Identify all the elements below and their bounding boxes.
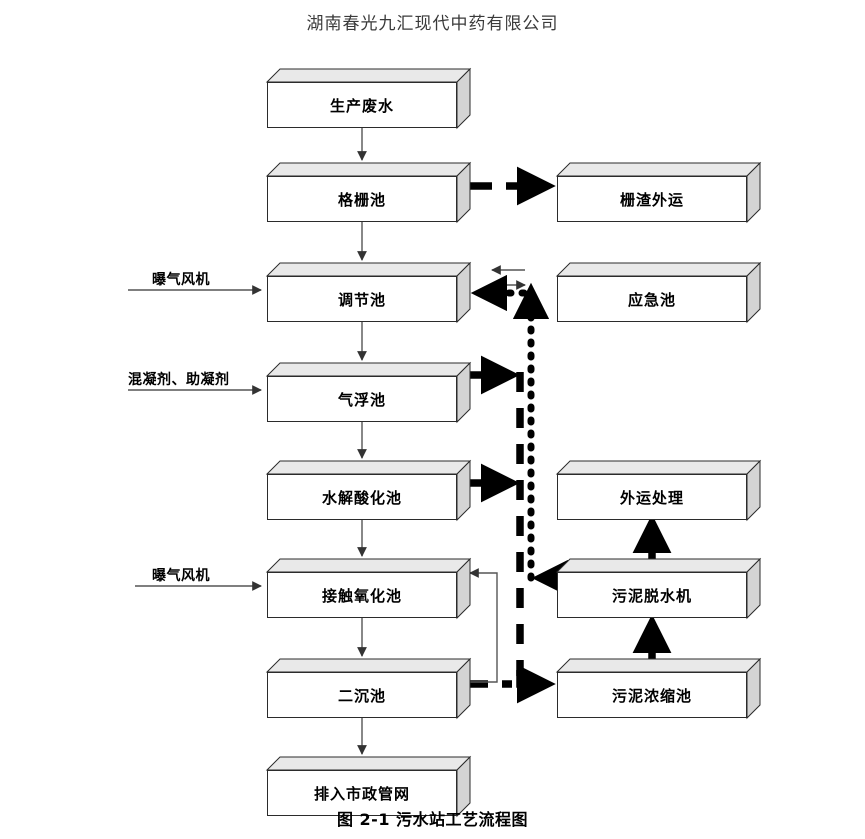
box-front-face: 接触氧化池	[267, 572, 457, 618]
box-front-face: 调节池	[267, 276, 457, 322]
box-3d-shading	[555, 657, 762, 720]
process-box-n4[interactable]: 气浮池	[265, 361, 472, 424]
process-box-n6[interactable]: 接触氧化池	[265, 557, 472, 620]
box-front-face: 污泥脱水机	[557, 572, 747, 618]
process-box-n5[interactable]: 水解酸化池	[265, 459, 472, 522]
edge-sludge-return	[469, 568, 498, 683]
process-box-n1[interactable]: 生产废水	[265, 67, 472, 130]
box-3d-shading	[555, 459, 762, 522]
process-box-n10[interactable]: 应急池	[555, 261, 762, 324]
box-3d-shading	[555, 261, 762, 324]
process-box-n11[interactable]: 外运处理	[555, 459, 762, 522]
edge-trunk-to-thicken	[516, 664, 556, 704]
box-label: 气浮池	[337, 390, 386, 409]
box-3d-shading	[265, 67, 472, 130]
input-label-in1: 曝气风机	[152, 272, 210, 288]
box-label: 格栅池	[337, 190, 386, 209]
process-box-n7[interactable]: 二沉池	[265, 657, 472, 720]
box-label: 污泥浓缩池	[611, 686, 692, 705]
box-label: 接触氧化池	[321, 586, 402, 605]
box-label: 应急池	[627, 290, 676, 309]
box-front-face: 二沉池	[267, 672, 457, 718]
box-label: 污泥脱水机	[611, 586, 692, 605]
box-front-face: 污泥浓缩池	[557, 672, 747, 718]
box-front-face: 格栅池	[267, 176, 457, 222]
box-label: 二沉池	[337, 686, 386, 705]
box-3d-shading	[265, 557, 472, 620]
box-front-face: 水解酸化池	[267, 474, 457, 520]
process-box-n13[interactable]: 污泥浓缩池	[555, 657, 762, 720]
box-label: 排入市政管网	[313, 784, 410, 803]
input-label-in2: 混凝剂、助凝剂	[128, 372, 230, 388]
box-front-face: 生产废水	[267, 82, 457, 128]
process-box-n8[interactable]: 排入市政管网	[265, 755, 472, 818]
box-3d-shading	[265, 161, 472, 224]
box-front-face: 气浮池	[267, 376, 457, 422]
box-3d-shading	[265, 657, 472, 720]
box-front-face: 排入市政管网	[267, 770, 457, 816]
box-front-face: 栅渣外运	[557, 176, 747, 222]
box-label: 水解酸化池	[321, 488, 402, 507]
process-box-n3[interactable]: 调节池	[265, 261, 472, 324]
box-label: 调节池	[337, 290, 386, 309]
box-front-face: 应急池	[557, 276, 747, 322]
process-box-n12[interactable]: 污泥脱水机	[555, 557, 762, 620]
input-label-in3: 曝气风机	[152, 568, 210, 584]
box-front-face: 外运处理	[557, 474, 747, 520]
page-title: 湖南春光九汇现代中药有限公司	[306, 14, 559, 34]
box-label: 生产废水	[329, 96, 394, 115]
figure-caption: 图 2-1 污水站工艺流程图	[336, 810, 529, 829]
process-box-n2[interactable]: 格栅池	[265, 161, 472, 224]
box-3d-shading	[265, 755, 472, 818]
box-label: 栅渣外运	[619, 190, 684, 209]
process-box-n9[interactable]: 栅渣外运	[555, 161, 762, 224]
box-label: 外运处理	[619, 488, 684, 507]
